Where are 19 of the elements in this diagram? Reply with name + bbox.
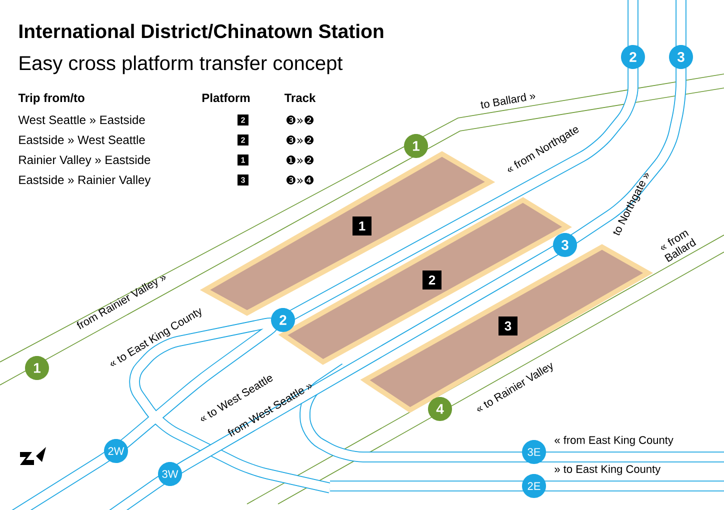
platform-number: 1 <box>238 154 248 166</box>
track-numbers: ❸»❹ <box>286 176 314 184</box>
direction-label: » to East King County <box>554 464 661 476</box>
direction-label: « from East King County <box>554 436 674 446</box>
platform-number: 2 <box>238 134 248 146</box>
column-header: Track <box>284 93 316 102</box>
title: International District/Chinatown Station <box>20 24 384 38</box>
trip-text: Rainier Valley » Eastside <box>19 155 150 166</box>
column-header: Trip from/to <box>18 93 84 104</box>
trip-text: Eastside » West Seattle <box>19 135 145 144</box>
track-numbers: ❸»❷ <box>286 116 314 124</box>
trip-text: West Seattle » Eastside <box>18 115 145 124</box>
platform-number: 2 <box>238 114 248 126</box>
direction-label: to Ballard » <box>480 92 536 108</box>
platform-number: 3 <box>238 174 248 186</box>
trip-text: Eastside » Rainier Valley <box>19 175 151 186</box>
track-numbers: ❶»❷ <box>286 156 314 164</box>
subtitle: Easy cross platform transfer concept <box>20 56 343 74</box>
column-header: Platform <box>202 93 250 102</box>
